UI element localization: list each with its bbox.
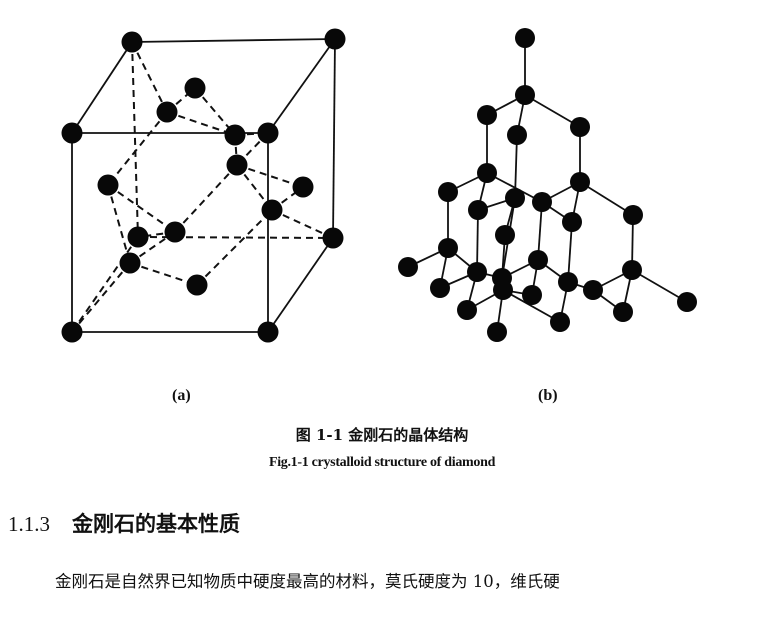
carbon-atom	[186, 274, 208, 296]
carbon-atom	[324, 28, 346, 50]
carbon-atom	[292, 176, 314, 198]
carbon-atom	[515, 85, 535, 105]
bond-dashed	[131, 41, 168, 113]
carbon-atom	[493, 280, 513, 300]
carbon-atom	[505, 188, 525, 208]
carbon-atom	[562, 212, 582, 232]
carbon-atom	[507, 125, 527, 145]
carbon-atom	[398, 257, 418, 277]
bond-dashed	[107, 111, 168, 186]
carbon-atom	[119, 252, 141, 274]
carbon-atom	[613, 302, 633, 322]
bond	[567, 221, 573, 283]
bond	[524, 94, 581, 128]
carbon-atom	[570, 172, 590, 192]
figure-caption-english: Fig.1-1 crystalloid structure of diamond	[268, 455, 496, 470]
carbon-atom	[224, 124, 246, 146]
bond-dashed	[71, 262, 131, 333]
body-paragraph: 金刚石是自然界已知物质中硬度最高的材料，莫氏硬度为 10，维氏硬	[55, 572, 560, 591]
bond-dashed	[196, 209, 273, 286]
cube-edge	[267, 38, 336, 134]
bond	[486, 172, 543, 203]
bond-dashed	[236, 164, 273, 211]
carbon-atom	[495, 225, 515, 245]
carbon-atom	[61, 122, 83, 144]
bond	[502, 289, 561, 323]
carbon-atom	[477, 105, 497, 125]
bond	[579, 181, 634, 216]
carbon-atom	[261, 199, 283, 221]
figure-caption-chinese: 图 1-1 金刚石的晶体结构	[295, 426, 469, 444]
bond-dashed	[166, 111, 236, 136]
carbon-atom	[468, 200, 488, 220]
section-title: 金刚石的基本性质	[72, 511, 240, 536]
carbon-atom	[164, 221, 186, 243]
carbon-atom	[487, 322, 507, 342]
carbon-atom	[558, 272, 578, 292]
cube-edge	[267, 237, 334, 333]
carbon-atom	[184, 77, 206, 99]
carbon-atom	[528, 250, 548, 270]
carbon-atom	[322, 227, 344, 249]
unit-cell-diagram-a	[61, 28, 346, 343]
bond-dashed	[131, 41, 139, 238]
section-heading: 1.1.3 金刚石的基本性质	[8, 508, 240, 538]
carbon-atom	[438, 238, 458, 258]
carbon-atom	[515, 28, 535, 48]
carbon-atom	[257, 321, 279, 343]
bond-dashed	[137, 236, 334, 239]
carbon-atom	[127, 226, 149, 248]
section-number: 1.1.3	[8, 512, 50, 536]
carbon-atom	[677, 292, 697, 312]
carbon-atom	[438, 182, 458, 202]
carbon-atom	[583, 280, 603, 300]
carbon-atom	[156, 101, 178, 123]
diamond-structure-figure	[61, 28, 697, 343]
carbon-atom	[550, 312, 570, 332]
carbon-atom	[97, 174, 119, 196]
subfigure-label-a: (a)	[172, 387, 191, 404]
carbon-atom	[257, 122, 279, 144]
bond-dashed	[129, 262, 198, 286]
carbon-atom	[121, 31, 143, 53]
cube-edge	[131, 38, 336, 43]
bond	[476, 209, 479, 273]
carbon-atom	[226, 154, 248, 176]
carbon-atom	[622, 260, 642, 280]
cube-edge	[332, 38, 336, 239]
subfigure-label-b: (b)	[538, 387, 558, 404]
carbon-atom	[467, 262, 487, 282]
bond-dashed	[107, 184, 176, 233]
carbon-atom	[570, 117, 590, 137]
bond-dashed	[129, 231, 176, 264]
carbon-atom	[430, 278, 450, 298]
carbon-atom	[522, 285, 542, 305]
carbon-atom	[532, 192, 552, 212]
carbon-atom	[457, 300, 477, 320]
bond-dashed	[71, 236, 139, 333]
lattice-diagram-b	[398, 28, 697, 342]
carbon-atom	[61, 321, 83, 343]
carbon-atom	[477, 163, 497, 183]
bond-dashed	[174, 164, 238, 233]
bond-dashed	[107, 184, 131, 264]
carbon-atom	[623, 205, 643, 225]
cube-edge	[71, 41, 133, 134]
bond	[631, 269, 688, 303]
